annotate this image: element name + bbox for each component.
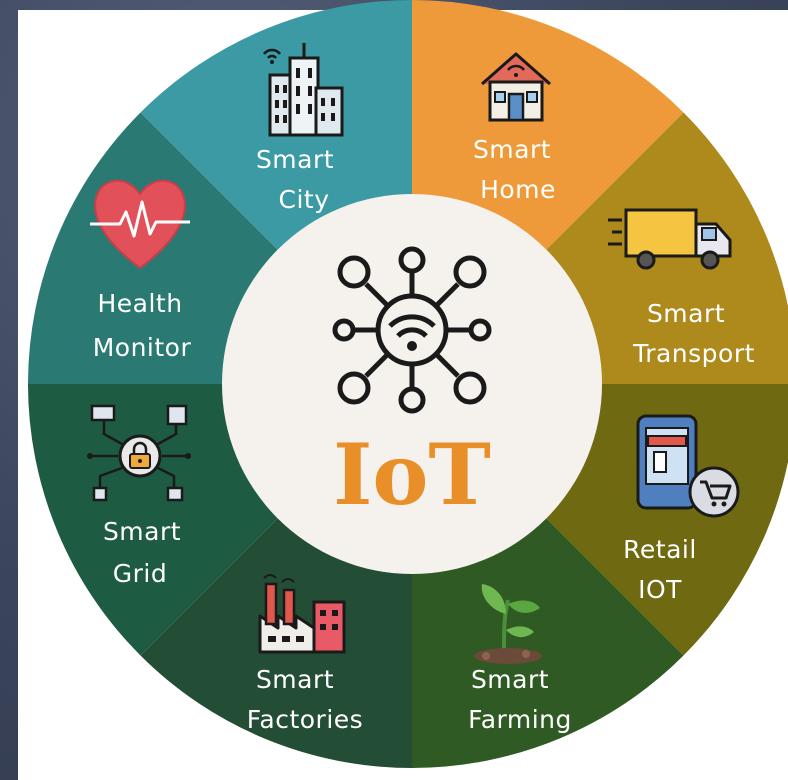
segment-label-line1: Smart [103, 517, 181, 546]
segment-smart-transport[interactable]: Smart Transport [632, 299, 755, 368]
segment-label-line1: Smart [471, 665, 549, 694]
segment-label-line2: Monitor [93, 333, 192, 362]
mobile-store-cart-icon [636, 414, 740, 518]
segment-label-line2: Farming [468, 705, 572, 734]
segment-label-line2: IOT [638, 575, 682, 604]
segment-label-line2: City [279, 185, 330, 214]
segment-label-line1: Health [97, 289, 182, 318]
house-icon [481, 52, 551, 122]
segment-label-line2: Factories [247, 705, 363, 734]
segment-smart-grid[interactable]: Smart Grid [103, 517, 181, 588]
segment-health-monitor[interactable]: Health Monitor [93, 289, 192, 362]
iot-network-wifi-icon [332, 246, 492, 414]
segment-smart-factories[interactable]: Smart Factories [247, 665, 363, 734]
segment-label-line1: Smart [256, 145, 334, 174]
segment-label-line2: Grid [113, 559, 167, 588]
grid-lock-network-icon [87, 404, 191, 502]
city-buildings-icon [263, 43, 344, 137]
factory-icon [258, 574, 346, 654]
segment-label-line1: Retail [623, 535, 697, 564]
sprout-icon [474, 584, 542, 664]
segment-smart-farming[interactable]: Smart Farming [468, 665, 572, 734]
segment-label-line1: Smart [647, 299, 725, 328]
segment-label-line1: Smart [473, 135, 551, 164]
segment-label-line2: Home [480, 175, 556, 204]
center-title: IoT [333, 425, 491, 524]
heart-pulse-icon [90, 179, 190, 270]
segment-label-line2: Transport [632, 339, 755, 368]
segment-retail-iot[interactable]: Retail IOT [623, 535, 697, 604]
delivery-truck-icon [608, 208, 732, 270]
segment-label-line1: Smart [256, 665, 334, 694]
segment-smart-city[interactable]: Smart City [256, 145, 334, 214]
segment-smart-home[interactable]: Smart Home [473, 135, 556, 204]
